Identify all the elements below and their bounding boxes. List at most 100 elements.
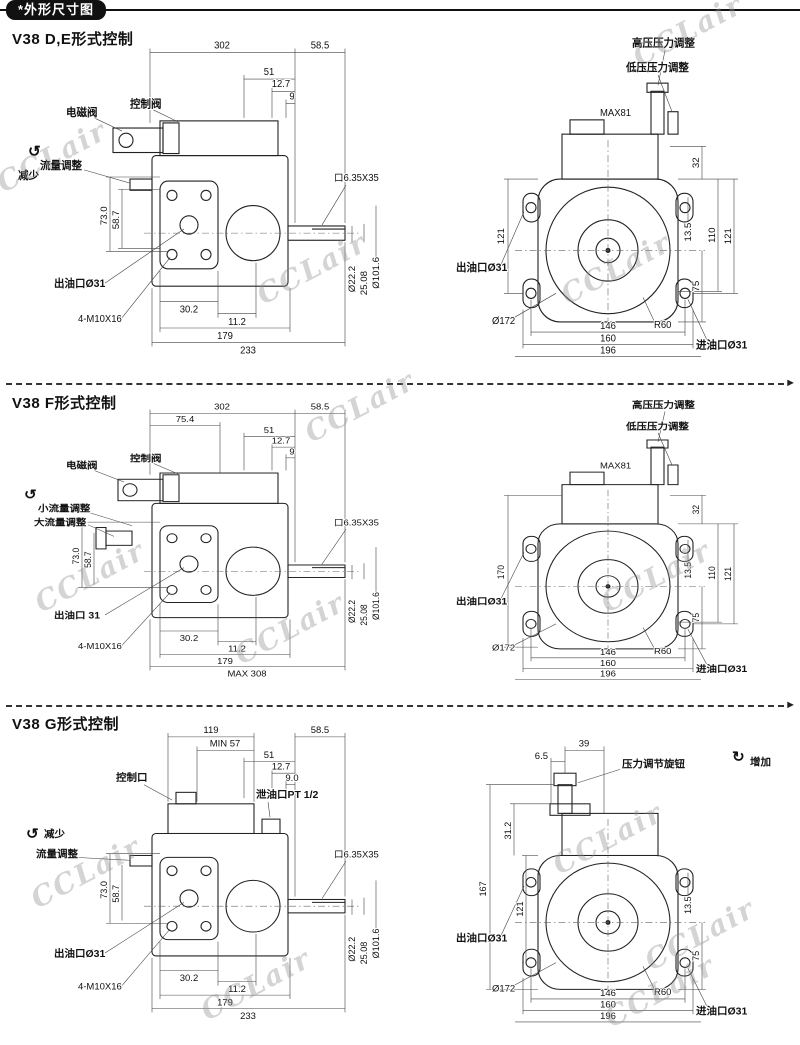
dim-32: 32 <box>691 505 702 514</box>
page-title: *外形尺寸图 <box>6 0 107 20</box>
dim-121-left: 121 <box>496 228 507 244</box>
label-drain-port: 泄油口PT 1/2 <box>256 788 319 801</box>
label-bolts: 4-M10X16 <box>78 982 122 992</box>
section-separator: ► <box>6 699 796 711</box>
dim-58-7: 58.7 <box>111 885 121 903</box>
section-3-drawings: 119 MIN 57 58.5 51 12.7 9.0 73.0 58.7 30… <box>26 724 772 1023</box>
label-solenoid-valve: 电磁阀 <box>66 459 98 471</box>
dim-11-2: 11.2 <box>228 984 246 994</box>
dim-233: 233 <box>240 345 256 356</box>
dim-75: 75 <box>691 613 702 622</box>
dim-302: 302 <box>214 402 230 411</box>
dim-58-5: 58.5 <box>311 40 329 51</box>
dim-160: 160 <box>600 333 616 344</box>
label-inlet-port: 进油口Ø31 <box>696 663 748 675</box>
dim-51: 51 <box>264 67 275 78</box>
dim-51: 51 <box>264 425 275 434</box>
dim-12-7: 12.7 <box>272 79 290 90</box>
dim-73: 73.0 <box>99 881 109 899</box>
dim-146: 146 <box>600 321 616 332</box>
dim-146: 146 <box>600 648 616 657</box>
dim-196: 196 <box>600 1011 616 1021</box>
dim-110: 110 <box>707 566 718 580</box>
section-3-title: V38 G形式控制 <box>12 716 120 733</box>
dim-160: 160 <box>600 1000 616 1010</box>
dim-121-right: 121 <box>723 228 734 244</box>
dim-13-5: 13.5 <box>683 223 694 242</box>
dim-119: 119 <box>203 725 218 735</box>
label-outlet-port: 出油口Ø31 <box>456 261 507 274</box>
s3-side-view-geometry <box>129 791 360 957</box>
label-outlet-port: 出油口Ø31 <box>456 932 508 945</box>
dim-max308: MAX 308 <box>227 669 266 678</box>
section-1-drawings: 302 58.5 51 12.7 9 73.0 58.7 30.2 11.2 1… <box>17 35 748 357</box>
label-lp-adjust: 低压压力调整 <box>625 420 689 432</box>
dim-172: Ø172 <box>492 983 515 993</box>
label-r60: R60 <box>654 987 671 997</box>
label-outlet-port: 出油口Ø31 <box>54 947 106 960</box>
dim-22-2: Ø22.2 <box>347 266 358 292</box>
dim-196: 196 <box>600 345 616 356</box>
label-max81: MAX81 <box>600 108 631 119</box>
s3-front-view-geometry <box>515 772 705 999</box>
s1-front-view-geometry <box>515 82 705 333</box>
label-control-valve: 控制阀 <box>130 98 161 111</box>
label-small-flow-adjust: 小流量调整 <box>37 502 91 514</box>
label-bolts: 4-M10X16 <box>78 641 122 650</box>
label-inlet-port: 进油口Ø31 <box>696 1004 748 1017</box>
dim-12-7: 12.7 <box>272 436 290 445</box>
rotate-ccw-icon: ↺ <box>28 143 41 160</box>
arrow-right-icon: ► <box>785 699 796 711</box>
label-bolts: 4-M10X16 <box>78 314 122 325</box>
label-decrease: 减少 <box>44 828 66 841</box>
s3-side-view-dimlines <box>75 733 377 1013</box>
label-r60: R60 <box>654 647 671 656</box>
label-control-port: 控制口 <box>116 771 147 784</box>
dim-58-5: 58.5 <box>311 725 329 735</box>
section-2-title: V38 F形式控制 <box>12 395 117 412</box>
dim-179: 179 <box>217 657 233 666</box>
dim-160: 160 <box>600 658 616 667</box>
dim-22-2: Ø22.2 <box>347 937 357 962</box>
label-max81: MAX81 <box>600 461 631 470</box>
dim-13-5: 13.5 <box>683 562 694 579</box>
dim-75-4: 75.4 <box>176 415 194 424</box>
label-keyway: 口6.35X35 <box>334 850 379 860</box>
dim-30-2: 30.2 <box>180 633 198 642</box>
rotate-ccw-icon: ↺ <box>24 488 37 503</box>
dim-25-08: 25.08 <box>359 271 370 295</box>
label-increase: 增加 <box>750 756 771 769</box>
s2-side-view-dimlines <box>78 409 377 671</box>
arrow-right-icon: ► <box>785 377 796 389</box>
label-hp-adjust: 高压压力调整 <box>632 36 695 49</box>
dim-9: 9 <box>289 91 294 102</box>
dim-75: 75 <box>691 281 702 292</box>
dim-58-7: 58.7 <box>83 551 94 568</box>
dim-75: 75 <box>691 951 701 961</box>
label-pressure-knob: 压力调节旋钮 <box>622 758 686 771</box>
dim-11-2: 11.2 <box>228 644 246 653</box>
label-flow-adjust: 流量调整 <box>36 848 79 861</box>
dim-101-6: Ø101.6 <box>371 257 382 289</box>
rotate-cw-icon: ↻ <box>732 750 745 766</box>
s3-front-view-dimlines <box>486 746 709 1023</box>
dim-179: 179 <box>217 998 233 1008</box>
dim-172: Ø172 <box>492 643 515 652</box>
dim-25-08: 25.08 <box>359 604 370 625</box>
s1-front-view-dimlines <box>499 50 738 357</box>
dim-30-2: 30.2 <box>180 973 198 983</box>
label-outlet-port: 出油口 31 <box>54 609 101 621</box>
dim-58-5: 58.5 <box>311 402 329 411</box>
dim-12-7: 12.7 <box>272 762 290 772</box>
label-control-valve: 控制阀 <box>130 452 162 464</box>
label-outlet-port: 出油口Ø31 <box>54 277 105 290</box>
label-large-flow-adjust: 大流量调整 <box>34 516 86 528</box>
section-1-title: V38 D,E形式控制 <box>12 31 134 48</box>
section-separator: ► <box>6 377 796 389</box>
dim-172: Ø172 <box>492 316 515 327</box>
dim-101-6: Ø101.6 <box>371 929 381 959</box>
dim-73: 73.0 <box>71 548 82 565</box>
s2-front-view-dimlines <box>499 411 738 680</box>
dim-146: 146 <box>600 988 616 998</box>
dim-32: 32 <box>691 157 702 168</box>
